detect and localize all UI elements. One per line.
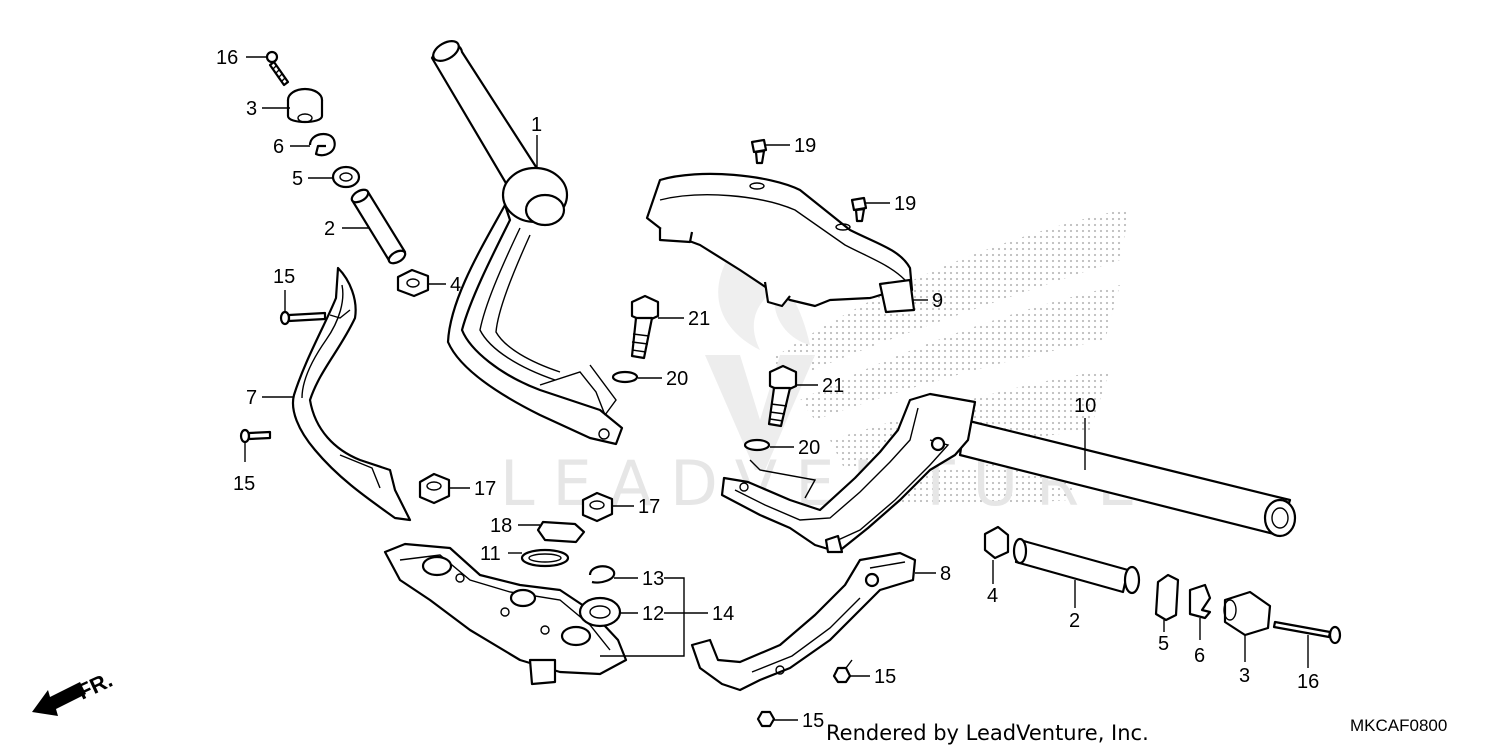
callout-8: 8: [940, 563, 951, 585]
nut-4-left: [396, 268, 430, 298]
leader-lines: [244, 56, 1309, 721]
callout-15-b: 15: [233, 473, 255, 495]
front-direction-label: FR.: [74, 667, 117, 705]
handlebar-1-left: [430, 40, 624, 446]
bolt-19-b: [850, 196, 868, 223]
callout-11: 11: [480, 543, 501, 565]
callout-17-b: 17: [638, 496, 660, 518]
callout-5-b: 5: [1158, 633, 1169, 655]
render-credit: Rendered by LeadVenture, Inc.: [826, 721, 1149, 745]
handlebar-10-right: [720, 392, 1297, 554]
callout-3-a: 3: [246, 98, 257, 120]
screw-15-c: [832, 659, 853, 684]
diagram-code: MKCAF0800: [1350, 716, 1447, 735]
callout-13: 13: [642, 568, 664, 590]
cover-7: [291, 266, 412, 522]
snap-ring-13: [588, 565, 616, 584]
callout-21-a: 21: [688, 308, 710, 330]
bar-end-weight-3-right: [1223, 590, 1272, 637]
callout-4-a: 4: [450, 274, 461, 296]
nut-4-right: [983, 525, 1010, 560]
washer-20-a: [611, 370, 639, 384]
bolt-21-a: [630, 294, 660, 360]
o-ring-11: [520, 548, 570, 568]
callout-14: 14: [712, 603, 734, 625]
callout-3-b: 3: [1239, 665, 1250, 687]
washer-20-b: [743, 438, 771, 452]
callout-6-a: 6: [273, 136, 284, 158]
nut-17-a: [418, 472, 451, 505]
clip-6-left: [308, 132, 336, 157]
callout-20-b: 20: [798, 437, 820, 459]
screw-15-b: [239, 428, 272, 444]
cover-8: [690, 551, 917, 692]
screw-15-d: [756, 710, 776, 728]
callout-7: 7: [246, 387, 257, 409]
callout-21-b: 21: [822, 375, 844, 397]
weight-shaft-2-left: [350, 188, 407, 265]
callout-15-d: 15: [802, 710, 824, 732]
callout-19-b: 19: [894, 193, 916, 215]
callout-2-b: 2: [1069, 610, 1080, 632]
callout-20-a: 20: [666, 368, 688, 390]
front-direction-indicator: FR.: [32, 667, 116, 716]
bolt-21-b: [767, 364, 798, 428]
callout-15-a: 15: [273, 266, 295, 288]
callout-10: 10: [1074, 395, 1096, 417]
callout-18: 18: [490, 515, 512, 537]
callout-5-a: 5: [292, 168, 303, 190]
callout-4-b: 4: [987, 585, 998, 607]
callout-1: 1: [531, 114, 542, 136]
callout-6-b: 6: [1194, 645, 1205, 667]
rubber-5-left: [331, 165, 361, 189]
screw-16-right: [1272, 620, 1342, 645]
bearing-12: [578, 596, 622, 628]
bolt-19-a: [750, 138, 768, 165]
bar-end-weight-3-left: [286, 87, 324, 124]
callout-16-a: 16: [216, 47, 238, 69]
weight-shaft-2-right: [1012, 537, 1141, 595]
screw-16-left: [265, 50, 290, 87]
upper-cover-9: [645, 172, 916, 314]
callout-17-a: 17: [474, 478, 496, 500]
washer-18: [536, 520, 586, 544]
callout-2-a: 2: [324, 218, 335, 240]
callout-9: 9: [932, 290, 943, 312]
callout-12: 12: [642, 603, 664, 625]
callout-15-c: 15: [874, 666, 896, 688]
clip-6-right: [1188, 583, 1212, 620]
callouts: 16 3 6 5 2 4 15 7 15 1 21 20 17 17 18 11…: [216, 47, 1319, 732]
front-arrow-icon: [32, 682, 86, 716]
callout-19-a: 19: [794, 135, 816, 157]
nut-17-b: [581, 491, 614, 523]
rubber-5-right: [1154, 573, 1180, 622]
callout-16-b: 16: [1297, 671, 1319, 693]
screw-15-a: [279, 310, 327, 326]
